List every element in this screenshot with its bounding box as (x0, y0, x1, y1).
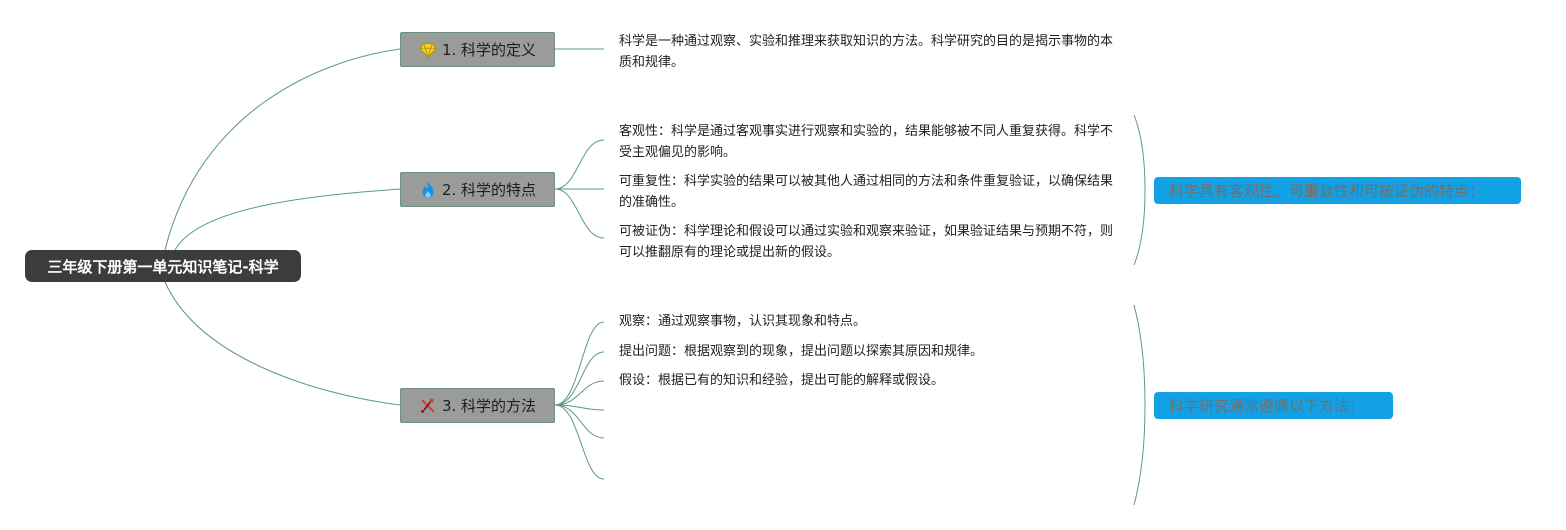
connector-root-branch-3 (164, 281, 401, 406)
leaf-definition-text: 科学是一种通过观察、实验和推理来获取知识的方法。科学研究的目的是揭示事物的本质和… (619, 34, 1114, 70)
connector-branch-3-leaf-5 (554, 404, 605, 439)
summary-bracket-branch-3 (1133, 304, 1146, 506)
branch-characteristics-label: 2. 科学的特点 (441, 181, 537, 199)
diamond-icon (419, 42, 437, 59)
branch-methods[interactable]: 3. 科学的方法 (400, 388, 555, 423)
connector-branch-2-leaf-1 (554, 139, 605, 190)
leaf-objectivity: 客观性：科学是通过客观事实进行观察和实验的，结果能够被不同人重复获得。科学不受主… (619, 124, 1114, 160)
connector-branch-3-leaf-2 (554, 351, 605, 406)
root-topic-label: 三年级下册第一单元知识笔记-科学 (47, 257, 279, 276)
connector-root-branch-2 (174, 188, 401, 251)
tools-icon (421, 398, 435, 413)
flame-icon (422, 181, 434, 198)
summary-characteristics-label: 科学具有客观性、可重复性和可被证伪的特点： (1169, 182, 1485, 200)
summary-characteristics[interactable]: 科学具有客观性、可重复性和可被证伪的特点： (1154, 177, 1521, 204)
branch-characteristics[interactable]: 2. 科学的特点 (400, 172, 555, 207)
summary-methods-label: 科学研究通常遵循以下方法： (1169, 397, 1365, 415)
summary-bracket-branch-2 (1133, 114, 1146, 266)
root-topic[interactable]: 三年级下册第一单元知识笔记-科学 (25, 250, 301, 282)
connector-branch-3-leaf-3 (554, 380, 605, 406)
connector-branch-3-leaf-1 (554, 321, 605, 406)
branch-definition[interactable]: 1. 科学的定义 (400, 32, 555, 67)
leaf-falsifiability: 可被证伪：科学理论和假设可以通过实验和观察来验证，如果验证结果与预期不符，则可以… (619, 224, 1114, 260)
branch-definition-label: 1. 科学的定义 (441, 41, 537, 59)
summary-methods[interactable]: 科学研究通常遵循以下方法： (1154, 392, 1393, 419)
connector-branch-3-leaf-6 (554, 404, 605, 480)
leaf-hypothesis: 假设：根据已有的知识和经验，提出可能的解释或假设。 (619, 373, 945, 388)
connector-root-branch-1 (164, 48, 401, 251)
connector-branch-2-leaf-3 (554, 188, 605, 239)
leaf-observation: 观察：通过观察事物，认识其现象和特点。 (619, 314, 867, 329)
leaf-repeatability: 可重复性：科学实验的结果可以被其他人通过相同的方法和条件重复验证，以确保结果的准… (619, 174, 1114, 210)
branch-methods-label: 3. 科学的方法 (441, 397, 537, 415)
leaf-ask-question: 提出问题：根据观察到的现象，提出问题以探索其原因和规律。 (619, 344, 984, 359)
